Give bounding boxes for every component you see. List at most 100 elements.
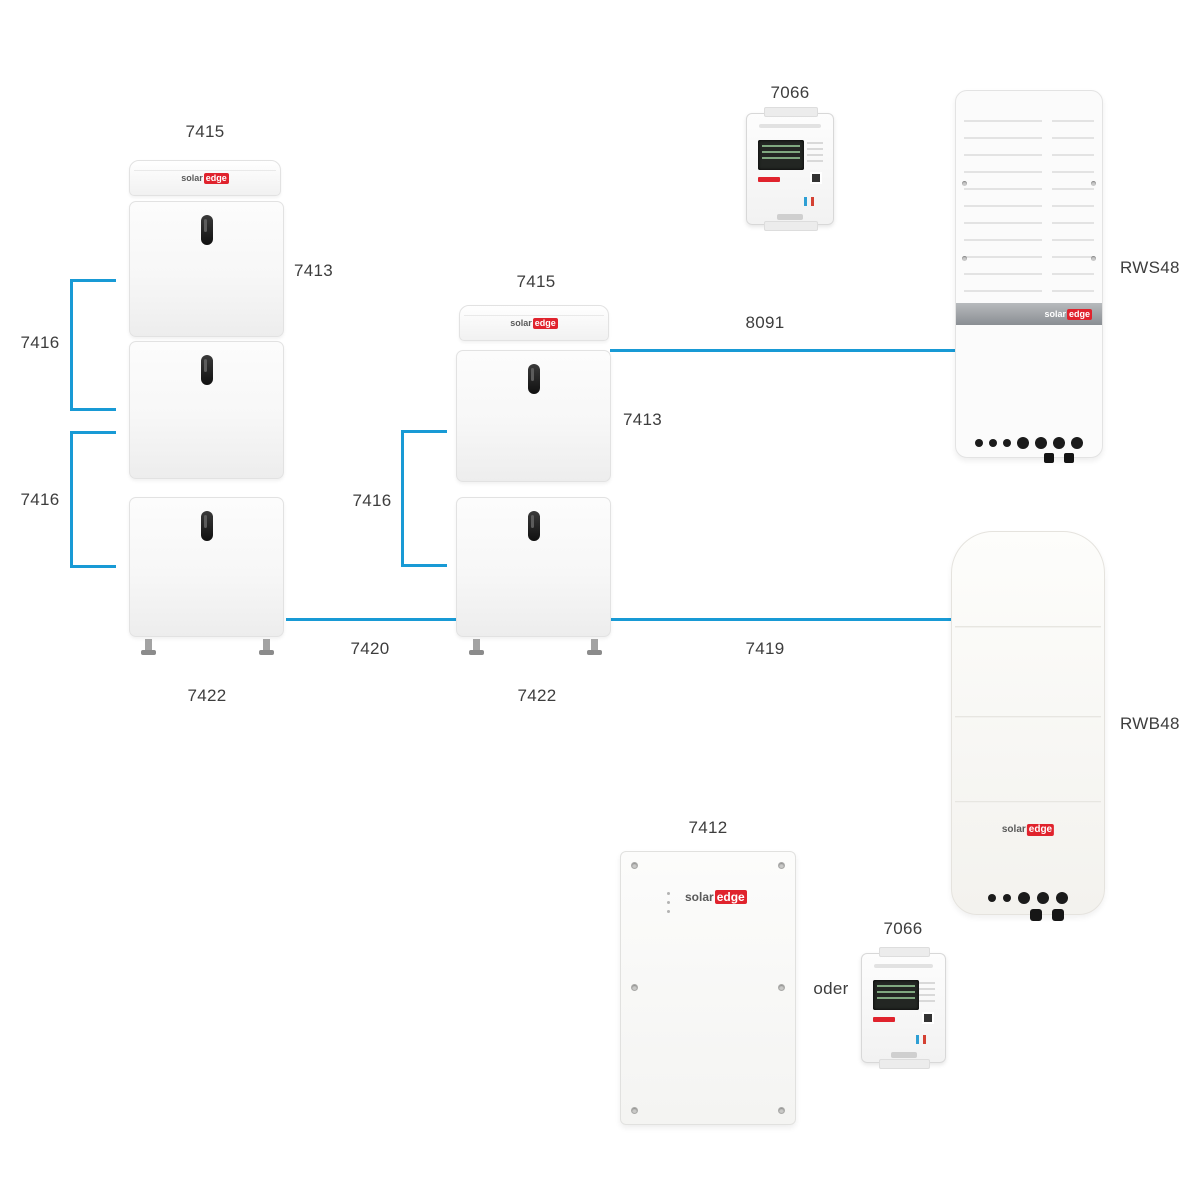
connector-nub — [1064, 453, 1074, 463]
logo-edge-text: edge — [1026, 824, 1055, 836]
logo-edge-text: edge — [714, 890, 747, 904]
meter-qr-code — [922, 1012, 934, 1024]
connector-dot — [1017, 437, 1029, 449]
battery-handle — [200, 511, 213, 541]
connector-nub — [1030, 909, 1042, 921]
mid-stack-module-2 — [456, 497, 611, 637]
label-cable-7419: 7419 — [745, 639, 785, 658]
meter-brand-mark — [873, 1017, 895, 1022]
cable-bracket-left2-bottom — [70, 565, 116, 568]
meter-display — [873, 980, 919, 1010]
connector-dot — [1071, 437, 1083, 449]
label-battery-rwb48: RWB48 — [1120, 714, 1180, 733]
cable-bracket-left2-top — [70, 431, 116, 434]
logo-edge-text: edge — [203, 172, 229, 184]
cable-bracket-left2-vertical — [70, 431, 73, 568]
connector-dot — [1003, 894, 1011, 902]
label-left-cable2-7416: 7416 — [20, 490, 60, 509]
connector-dot — [1037, 892, 1049, 904]
meter-red-tick — [923, 1035, 926, 1044]
battery-foot — [141, 639, 156, 655]
screw-icon — [778, 984, 785, 991]
battery-seam — [955, 716, 1101, 718]
screw-icon — [962, 256, 967, 261]
meter-din-clip — [890, 1052, 917, 1058]
connector-dot — [989, 439, 997, 447]
cable-line-7420 — [286, 618, 457, 621]
connector-dot — [1035, 437, 1047, 449]
battery-handle — [527, 364, 540, 394]
logo-edge-text: edge — [1066, 308, 1092, 320]
label-inverter-rws48: RWS48 — [1120, 258, 1180, 277]
meter-blue-tick — [916, 1035, 919, 1044]
screw-icon — [778, 1107, 785, 1114]
screw-icon — [631, 862, 638, 869]
meter-side-text — [919, 982, 935, 1004]
connector-dot — [1018, 892, 1030, 904]
screw-icon — [1091, 256, 1096, 261]
left-stack-module-1 — [129, 201, 284, 337]
cable-line-7419 — [610, 618, 951, 621]
meter-display — [758, 140, 804, 170]
meter-din-clip — [777, 214, 803, 220]
battery-handle — [200, 215, 213, 245]
connector-dot — [988, 894, 996, 902]
meter-qr-code — [810, 172, 822, 184]
cable-bracket-left1-bottom — [70, 408, 116, 411]
meter-header-text — [759, 124, 821, 128]
label-left-stack-7422: 7422 — [187, 686, 227, 705]
label-oder: oder — [813, 979, 849, 998]
battery-handle — [200, 355, 213, 385]
logo-solar-text: solar — [1001, 824, 1026, 835]
logo-solar-text: solar — [1044, 308, 1066, 319]
label-meter-top-7066: 7066 — [770, 83, 810, 102]
mid-stack-module-1 — [456, 350, 611, 482]
label-cable-7420: 7420 — [350, 639, 390, 658]
label-meter-bottom-7066: 7066 — [883, 919, 923, 938]
status-leds — [667, 892, 670, 913]
battery-foot — [469, 639, 484, 655]
logo-solar-text: solar — [685, 890, 714, 904]
led-icon — [667, 901, 670, 904]
connector-dot — [1053, 437, 1065, 449]
label-left-stack-7415: 7415 — [185, 122, 225, 141]
connector-dot — [1003, 439, 1011, 447]
label-left-cable1-7416: 7416 — [20, 333, 60, 352]
inverter-connectors — [956, 437, 1102, 449]
label-mid-stack-7415: 7415 — [516, 272, 556, 291]
logo-solar-text: solar — [181, 172, 203, 183]
connector-dot — [975, 439, 983, 447]
cable-bracket-left1-top — [70, 279, 116, 282]
connector-nub — [1044, 453, 1054, 463]
meter-red-tick — [811, 197, 814, 206]
connector-dot — [1056, 892, 1068, 904]
led-icon — [667, 892, 670, 895]
battery-connectors — [952, 892, 1104, 904]
inverter-cooling-fins — [964, 105, 1094, 301]
led-icon — [667, 910, 670, 913]
cable-bracket-mid-bottom — [401, 564, 447, 567]
battery-foot — [587, 639, 602, 655]
logo-edge-text: edge — [532, 317, 558, 329]
cable-bracket-left1-vertical — [70, 279, 73, 411]
battery-seam — [955, 626, 1101, 628]
label-backup-7412: 7412 — [688, 818, 728, 837]
screw-icon — [631, 1107, 638, 1114]
meter-side-text — [807, 142, 823, 164]
battery-seam — [955, 801, 1101, 803]
logo-solar-text: solar — [510, 317, 532, 328]
left-stack-module-2 — [129, 341, 284, 479]
energy-meter-top — [746, 107, 834, 231]
label-mid-stack-7413: 7413 — [623, 410, 663, 429]
